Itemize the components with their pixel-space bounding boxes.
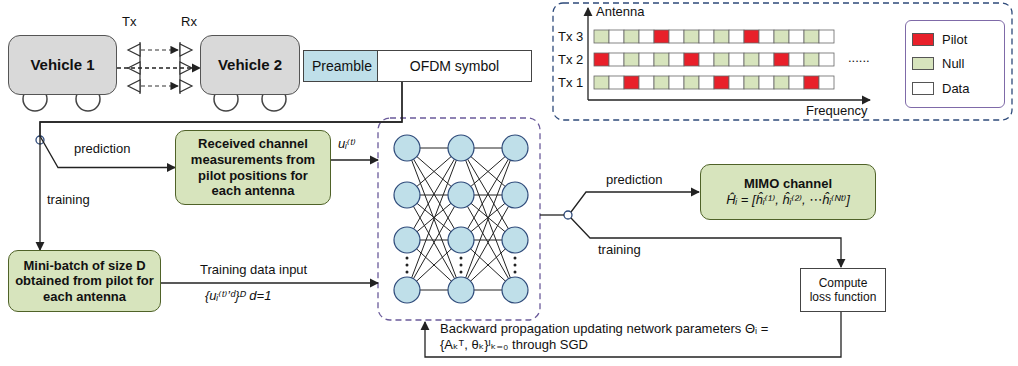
network-link — [407, 148, 515, 290]
process-box: Mini-batch of size D obtained from pilot… — [8, 250, 161, 312]
legend-text: Pilot — [942, 32, 967, 47]
vehicle-box: Vehicle 1 — [8, 35, 117, 95]
process-box: Compute loss function — [800, 268, 886, 312]
legend-item: Data — [912, 81, 998, 96]
row-label: Tx 2 — [558, 52, 583, 68]
legend-text: Data — [942, 81, 969, 96]
legend-swatch — [912, 82, 934, 95]
box-label: MIMO channel — [744, 176, 832, 192]
ellipsis-dots — [406, 257, 517, 274]
output-box: MIMO channelĤᵢ = [ĥᵢ⁽¹⁾, ĥᵢ⁽²⁾, ⋯ĥᵢ⁽ᴺᵗ⁾] — [700, 164, 876, 220]
neuron — [394, 135, 528, 303]
ofdm-field: OFDM symbol — [377, 50, 532, 82]
connector — [40, 82, 402, 250]
vehicle-box: Vehicle 2 — [200, 35, 300, 95]
formula: Ĥᵢ = [ĥᵢ⁽¹⁾, ĥᵢ⁽²⁾, ⋯ĥᵢ⁽ᴺᵗ⁾] — [726, 192, 850, 208]
connector — [117, 67, 200, 68]
network-frame — [378, 118, 540, 320]
subcarrier-grid — [594, 30, 834, 89]
edge-label: training — [45, 192, 92, 208]
box-label: Mini-batch of size D obtained from pilot… — [15, 258, 154, 305]
switch — [36, 136, 572, 219]
signal-name: Training data input — [200, 262, 307, 278]
dashed-frame — [553, 3, 1012, 120]
row-label: Tx 3 — [558, 29, 583, 45]
legend-swatch — [912, 33, 934, 46]
preamble-field: Preamble — [303, 50, 381, 82]
legend: PilotNullData — [905, 20, 1005, 108]
edge-label: prediction — [72, 141, 132, 157]
axis-label: Antenna — [596, 4, 644, 20]
box-label: Preamble — [312, 58, 372, 75]
axis-label: Frequency — [806, 103, 867, 119]
branch-label: training — [598, 242, 641, 258]
box-label: Received channel measurements from pilot… — [182, 136, 324, 198]
legend-item: Pilot — [912, 32, 998, 47]
branch-label: prediction — [606, 172, 662, 188]
box-label: OFDM symbol — [410, 58, 499, 75]
axis — [588, 8, 870, 100]
antenna-label: Tx — [122, 14, 136, 30]
box-label: Compute loss function — [807, 276, 879, 305]
legend-swatch — [912, 57, 934, 70]
antenna-label: Rx — [181, 14, 197, 30]
ellipsis: ...... — [848, 50, 870, 66]
legend-item: Null — [912, 56, 998, 71]
legend-text: Null — [942, 56, 964, 71]
box-label: Vehicle 1 — [30, 56, 94, 74]
process-box: Received channel measurements from pilot… — [175, 130, 331, 205]
signal-name: uᵢ⁽ᵗ⁾ — [338, 136, 356, 152]
formula: {uᵢ⁽ᵗ⁾ʼᵈ}ᴰ d=1 — [205, 288, 271, 304]
note: Backward propagation updating network pa… — [440, 321, 795, 352]
box-label: Vehicle 2 — [218, 56, 282, 74]
row-label: Tx 1 — [558, 75, 583, 91]
